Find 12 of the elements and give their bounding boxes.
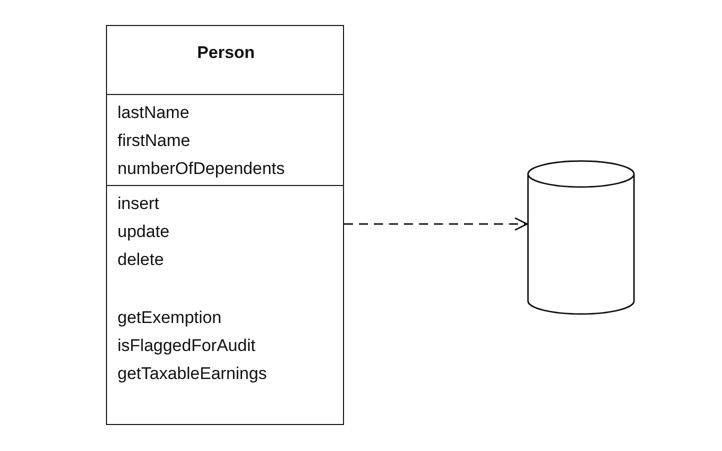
operation-name: update (118, 222, 170, 242)
dependency-arrow (344, 217, 528, 231)
attribute-name: numberOfDependents (118, 159, 285, 179)
class-name: Person (196, 43, 256, 63)
operation-name: isFlaggedForAudit (118, 336, 256, 356)
attribute-name: firstName (118, 131, 190, 151)
attribute-name: lastName (118, 103, 190, 123)
operation-name: getTaxableEarnings (118, 364, 267, 384)
operation-name: delete (118, 250, 164, 270)
operation-name: getExemption (118, 308, 222, 328)
operation-name: insert (118, 194, 160, 214)
class-box (106, 25, 344, 425)
